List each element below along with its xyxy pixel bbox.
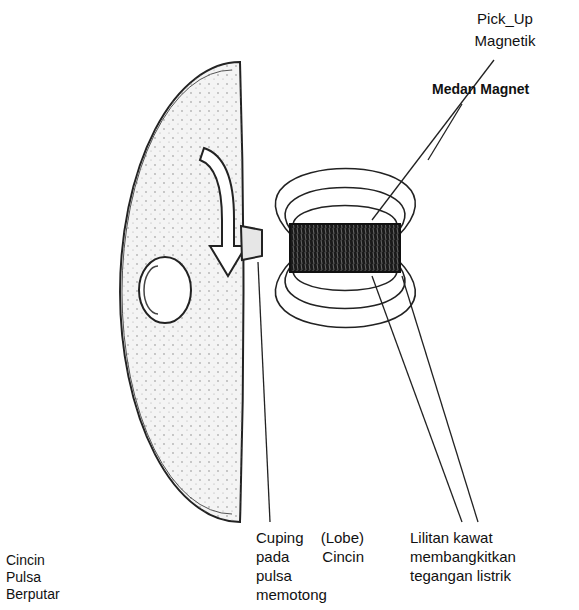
ring-rim bbox=[122, 70, 232, 514]
part-label: Pick_Up Magnetik bbox=[455, 8, 555, 52]
pulse-ring bbox=[120, 62, 243, 522]
coil-winding bbox=[290, 224, 400, 272]
ring-lobe bbox=[241, 226, 262, 260]
rotation-arrow bbox=[200, 148, 246, 276]
ring-hub bbox=[139, 257, 191, 323]
hub-inner bbox=[144, 266, 158, 314]
leader-lines bbox=[258, 60, 494, 522]
part-label: Cuping (Lobe) pada Cincin pulsa memotong bbox=[256, 528, 364, 604]
part-label: Cincin Pulsa Berputar bbox=[6, 552, 78, 603]
field-label: Medan Magnet bbox=[432, 80, 552, 98]
magnetic-field bbox=[275, 169, 415, 328]
ring-texture bbox=[120, 62, 243, 522]
part-label: Lilitan kawat membangkitkan tegangan lis… bbox=[410, 528, 560, 585]
